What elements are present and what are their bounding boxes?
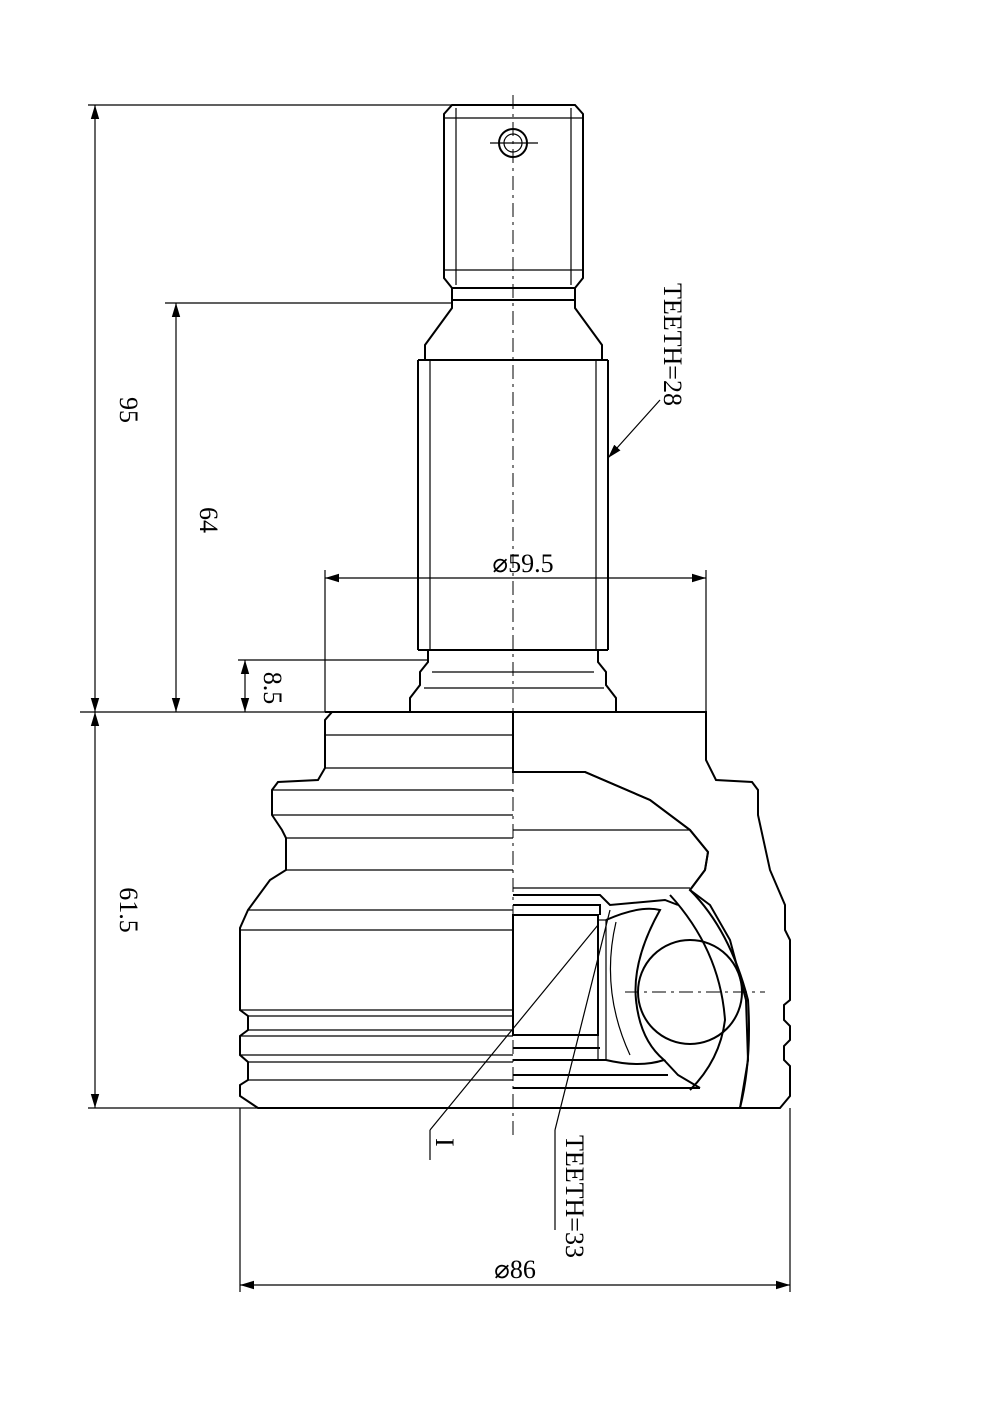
housing-section <box>512 711 791 1109</box>
note-shaft-teeth: TEETH=28 <box>658 283 687 406</box>
note-inner-teeth: TEETH=33 <box>560 1135 589 1258</box>
detail-label: I <box>430 1138 459 1147</box>
dim-bell-diameter: ⌀59.5 <box>492 549 553 578</box>
shaft <box>325 104 706 713</box>
dim-bell-height: 61.5 <box>114 887 143 933</box>
ball <box>625 939 765 1045</box>
dim-shoulder: 8.5 <box>258 672 287 705</box>
dim-shaft-length: 64 <box>194 507 223 533</box>
leader-lines <box>429 399 661 1230</box>
dim-overall-height: 95 <box>114 397 143 423</box>
housing-exterior <box>239 711 513 1109</box>
dim-outer-diameter: ⌀86 <box>494 1255 536 1284</box>
dimension-lines <box>80 104 791 1292</box>
inner-race <box>512 894 701 1089</box>
